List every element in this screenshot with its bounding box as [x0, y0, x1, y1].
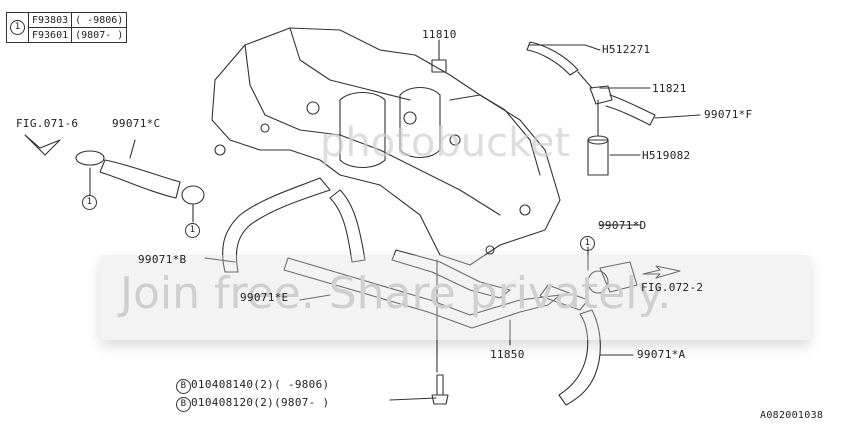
- label-h512271: H512271: [602, 43, 651, 56]
- hose-99071c: [99, 159, 181, 199]
- watermark-tagline: Join free. Share privately.: [120, 268, 672, 319]
- label-h519082: H519082: [642, 149, 691, 162]
- legend-marker-cell: 1: [6, 12, 29, 43]
- callout-1-right: 1: [580, 236, 595, 251]
- label-99071f: 99071*F: [704, 108, 753, 121]
- intake-manifold: [211, 27, 561, 266]
- label-11810: 11810: [422, 28, 457, 41]
- callout-1-mid: 1: [185, 223, 200, 238]
- label-11821: 11821: [652, 82, 687, 95]
- watermark-band: [100, 255, 810, 340]
- hose-99071b: [222, 177, 331, 273]
- watermark-brand: photobucket: [320, 120, 571, 166]
- legend-part-1: F93803: [27, 12, 73, 28]
- label-fig072: FIG.072-2: [641, 281, 704, 294]
- hose-h512271: [526, 41, 579, 76]
- legend-marker: 1: [10, 20, 25, 35]
- label-99071a: 99071*A: [637, 348, 686, 361]
- bolt-part-1: 010408140(2)( -9806): [191, 378, 330, 391]
- label-99071b: 99071*B: [138, 253, 187, 266]
- legend-range-2: (9807- ): [71, 27, 128, 43]
- legend-part-2: F93601: [27, 27, 73, 43]
- label-11850: 11850: [490, 348, 525, 361]
- label-99071d: 99071*D: [598, 219, 647, 232]
- bolt-part-2: 010408120(2)(9807- ): [191, 396, 330, 409]
- label-fig071: FIG.071-6: [16, 117, 79, 130]
- bolt-marker-2: B: [176, 397, 191, 412]
- diagram-code: A082001038: [760, 410, 824, 421]
- label-99071c: 99071*C: [112, 117, 161, 130]
- pipe-99071e: [283, 257, 561, 329]
- legend-range-1: ( -9806): [71, 12, 128, 28]
- legend-table: 1 F93803 ( -9806) F93601 (9807- ): [6, 12, 128, 43]
- label-99071e: 99071*E: [240, 291, 289, 304]
- callout-1-left: 1: [82, 195, 97, 210]
- bolt-marker-1: B: [176, 379, 191, 394]
- filter-h519082: [587, 139, 609, 176]
